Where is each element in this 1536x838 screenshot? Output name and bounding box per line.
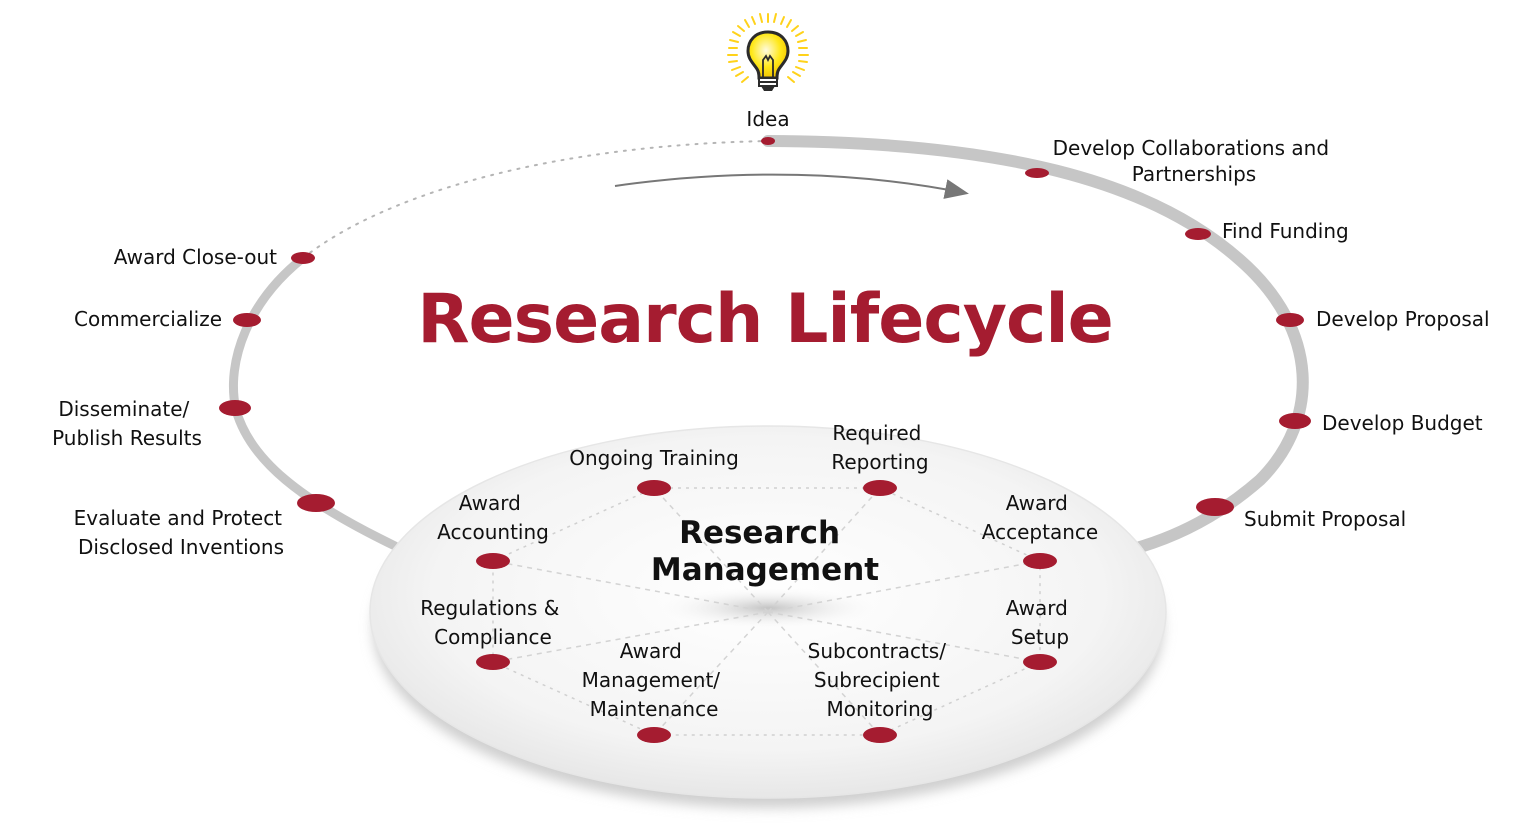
dot-disseminate (219, 400, 251, 416)
lightbulb-icon (727, 13, 809, 91)
label-required-reporting-line-2: Reporting (831, 450, 928, 474)
dot-submit-proposal (1196, 498, 1234, 516)
label-submit-proposal: Submit Proposal (1244, 507, 1406, 531)
label-required-reporting: Required Reporting (831, 421, 928, 474)
center-title-line-2: Management (651, 552, 879, 588)
label-idea-line-1: Idea (746, 107, 789, 131)
dot-subcontracts (863, 727, 897, 743)
dot-award-closeout (291, 252, 315, 264)
label-collaborations-line-1: Develop Collaborations and (1053, 136, 1329, 160)
dot-develop-proposal (1276, 313, 1304, 327)
label-award-accounting-line-2: Accounting (437, 520, 549, 544)
label-disseminate: Disseminate/ Publish Results (52, 397, 202, 450)
dot-required-reporting (863, 480, 897, 496)
label-commercialize: Commercialize (74, 307, 222, 331)
label-ongoing-training-line-1: Ongoing Training (569, 446, 739, 470)
label-award-setup-line-2: Setup (1011, 625, 1069, 649)
label-disseminate-line-2: Publish Results (52, 426, 202, 450)
label-commercialize-line-1: Commercialize (74, 307, 222, 331)
label-award-closeout-line-1: Award Close-out (114, 245, 277, 269)
label-award-accounting: Award Accounting (437, 491, 549, 544)
dot-evaluate-protect (297, 494, 335, 512)
label-award-management-line-3: Maintenance (590, 697, 719, 721)
lifecycle-dots (219, 137, 1311, 516)
label-subcontracts: Subcontracts/ Subrecipient Monitoring (808, 639, 953, 721)
label-disseminate-line-1: Disseminate/ (58, 397, 189, 421)
label-required-reporting-line-1: Required (832, 421, 921, 445)
label-collaborations-line-2: Partnerships (1132, 162, 1256, 186)
label-subcontracts-line-3: Monitoring (827, 697, 934, 721)
label-find-funding: Find Funding (1222, 219, 1349, 243)
dot-find-funding (1185, 228, 1211, 240)
label-award-acceptance: Award Acceptance (982, 491, 1098, 544)
label-award-management-line-1: Award (620, 639, 682, 663)
dot-award-accounting (476, 553, 510, 569)
label-evaluate-protect-line-1: Evaluate and Protect (74, 506, 283, 530)
label-regulations-compliance-line-1: Regulations & (420, 596, 559, 620)
label-idea: Idea (746, 107, 789, 131)
label-regulations-compliance: Regulations & Compliance (420, 596, 566, 649)
label-subcontracts-line-1: Subcontracts/ (808, 639, 947, 663)
label-award-acceptance-line-2: Acceptance (982, 520, 1098, 544)
center-title: Research Management (651, 515, 879, 588)
label-develop-proposal: Develop Proposal (1316, 307, 1490, 331)
label-award-closeout: Award Close-out (114, 245, 277, 269)
label-develop-budget-line-1: Develop Budget (1322, 411, 1483, 435)
dot-regulations (476, 654, 510, 670)
label-award-management-line-2: Management/ (582, 668, 721, 692)
label-develop-proposal-line-1: Develop Proposal (1316, 307, 1490, 331)
label-ongoing-training: Ongoing Training (569, 446, 739, 470)
label-collaborations: Develop Collaborations and Partnerships (1053, 136, 1336, 186)
label-award-accounting-line-1: Award (459, 491, 521, 515)
dot-develop-budget (1279, 413, 1311, 429)
dot-commercialize (233, 313, 261, 327)
lifecycle-ring-dotted (302, 140, 769, 259)
dot-award-setup (1023, 654, 1057, 670)
center-shadow (653, 586, 883, 630)
dot-idea (761, 137, 775, 145)
label-submit-proposal-line-1: Submit Proposal (1244, 507, 1406, 531)
label-regulations-compliance-line-2: Compliance (434, 625, 552, 649)
management-spokes (492, 487, 1041, 736)
dot-collaborations (1025, 168, 1049, 178)
dot-ongoing-training (637, 480, 671, 496)
center-title-line-1: Research (679, 515, 840, 551)
label-evaluate-protect: Evaluate and Protect Disclosed Invention… (74, 506, 289, 559)
main-title: Research Lifecycle (417, 280, 1113, 359)
label-award-setup-line-1: Award (1006, 596, 1068, 620)
lifecycle-ring-right-thin (766, 139, 1042, 172)
label-award-acceptance-line-1: Award (1006, 491, 1068, 515)
dot-award-management (637, 727, 671, 743)
label-develop-budget: Develop Budget (1322, 411, 1483, 435)
dot-award-acceptance (1023, 553, 1057, 569)
label-award-management: Award Management/ Maintenance (582, 639, 727, 721)
label-subcontracts-line-2: Subrecipient (814, 668, 940, 692)
management-dots (476, 480, 1057, 743)
label-find-funding-line-1: Find Funding (1222, 219, 1349, 243)
direction-arrow (614, 173, 969, 199)
label-award-setup: Award Setup (1006, 596, 1074, 649)
label-evaluate-protect-line-2: Disclosed Inventions (78, 535, 284, 559)
